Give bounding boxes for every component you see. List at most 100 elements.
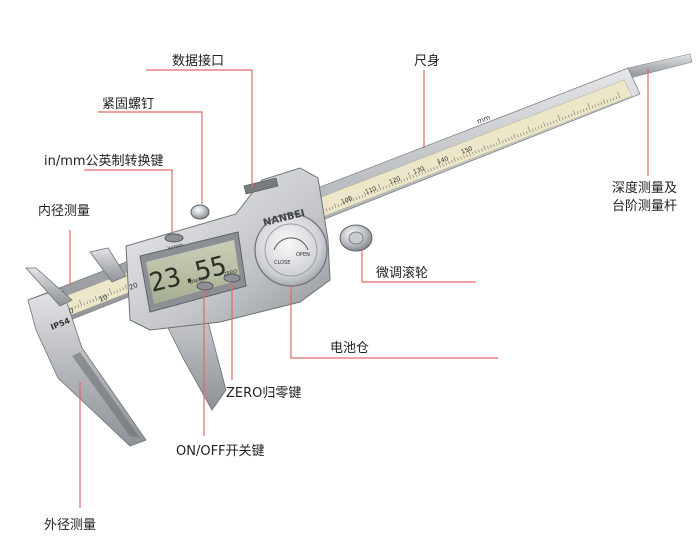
- scale-tick: [561, 117, 564, 121]
- zero-label: ZERO: [223, 269, 238, 278]
- scale-tick: [333, 203, 337, 209]
- scale-tick: [453, 156, 456, 162]
- scale-tick: [382, 186, 385, 190]
- scale-tick: [493, 143, 495, 147]
- scale-tick: [348, 195, 352, 203]
- scale-tick: [418, 172, 420, 176]
- scale-tick: [421, 171, 423, 175]
- scale-tick: [567, 114, 570, 118]
- leader-lines: [69, 68, 649, 508]
- scale-tick: [460, 156, 462, 160]
- scale-tick: [340, 202, 343, 206]
- scale-tick: [612, 97, 615, 101]
- scale-tick: [346, 200, 349, 204]
- label-depth-rod-2: 台阶测量杆: [612, 199, 678, 214]
- label-zero-key: ZERO归零键: [226, 386, 302, 401]
- scale-number: 0: [68, 307, 75, 316]
- scale-tick: [564, 115, 567, 119]
- scale-tick: [467, 149, 471, 156]
- scale-tick: [116, 289, 119, 293]
- scale-tick: [463, 155, 465, 159]
- scale-tick: [124, 284, 127, 290]
- scale-tick: [523, 132, 525, 136]
- scale-number: 100: [340, 195, 353, 206]
- scale-number: 130: [412, 165, 425, 176]
- label-fine-roller: 微调滚轮: [376, 266, 429, 281]
- scale-tick: [537, 126, 540, 130]
- scale-tick: [83, 302, 86, 306]
- scale-tick: [104, 294, 107, 298]
- scale-number: 150: [460, 145, 473, 156]
- scale-tick: [585, 107, 588, 111]
- scale-tick: [437, 160, 441, 168]
- scale-tick: [122, 287, 124, 291]
- scale-tick: [373, 190, 376, 194]
- scale-tick: [442, 163, 444, 167]
- scale-number: 120: [388, 175, 401, 186]
- scale-tick: [466, 154, 468, 158]
- scale-tick: [107, 293, 110, 297]
- scale-tick: [403, 178, 405, 182]
- scale-tick: [445, 162, 447, 166]
- scale-tick: [543, 122, 546, 128]
- label-locking-screw: 紧固螺钉: [102, 97, 155, 112]
- scale-tick: [496, 142, 498, 146]
- label-depth-rod-1: 深度测量及: [612, 181, 678, 196]
- scale-tick: [400, 179, 403, 183]
- scale-tick: [113, 290, 116, 294]
- scale-tick: [74, 305, 77, 309]
- scale-tick: [388, 184, 391, 188]
- leader-battery: [290, 286, 498, 359]
- scale-tick: [513, 133, 516, 139]
- scale-tick: [511, 136, 513, 140]
- scale-tick: [363, 191, 367, 197]
- scale-tick: [378, 184, 382, 191]
- label-main-beam: 尺身: [414, 54, 441, 69]
- depth-rod: [627, 53, 693, 79]
- scale-tick: [594, 104, 597, 108]
- scale-tick: [526, 131, 528, 134]
- scale-tick: [591, 105, 594, 109]
- scale-tick: [573, 110, 576, 116]
- scale-tick: [436, 165, 438, 169]
- scale-tick: [531, 128, 534, 132]
- unit-label: in/mm: [167, 242, 184, 252]
- scale-tick: [475, 150, 477, 154]
- scale-tick: [606, 99, 609, 103]
- scale-number: 140: [436, 155, 449, 166]
- leader-data-port: [146, 69, 253, 188]
- scale-tick: [358, 195, 361, 199]
- scale-tick: [391, 183, 394, 187]
- scale-tick: [92, 298, 95, 302]
- scale-tick: [328, 207, 331, 211]
- scale-tick: [367, 192, 370, 196]
- scale-tick: [600, 102, 603, 106]
- scale-tick: [119, 288, 121, 292]
- scale-tick: [407, 172, 411, 180]
- scale-tick: [430, 168, 432, 172]
- close-label: CLOSE: [274, 260, 290, 266]
- scale-tick: [587, 102, 591, 110]
- scale-tick: [549, 121, 552, 125]
- scale-tick: [355, 197, 358, 200]
- scale-tick: [101, 295, 104, 299]
- scale-tick: [89, 300, 92, 304]
- scale-tick: [448, 161, 450, 165]
- scale-tick: [540, 125, 543, 129]
- scale-tick: [376, 188, 379, 192]
- scale-number: 20: [128, 281, 139, 292]
- scale-tick: [617, 91, 621, 99]
- scale-tick: [79, 299, 83, 307]
- scale-tick: [579, 110, 582, 114]
- scale-tick: [352, 198, 355, 202]
- scale-tick: [331, 206, 334, 210]
- scale-tick: [552, 120, 555, 124]
- scale-tick: [325, 208, 328, 212]
- label-onoff-key: ON/OFF开关键: [176, 444, 265, 459]
- label-unit-switch: in/mm公英制转换键: [44, 154, 164, 169]
- label-battery: 电池仓: [330, 341, 370, 356]
- scale-tick: [427, 169, 429, 173]
- scale-tick: [86, 301, 89, 305]
- slider-body: [125, 167, 373, 331]
- scale-tick: [527, 126, 531, 133]
